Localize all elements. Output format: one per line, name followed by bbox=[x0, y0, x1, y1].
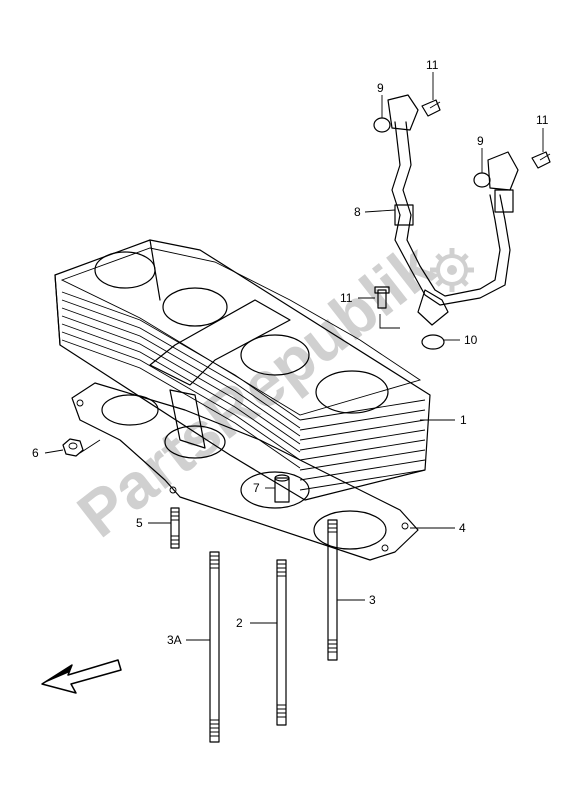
callout-11-top: 11 bbox=[426, 58, 439, 72]
leader-lines bbox=[44, 72, 544, 641]
callout-4: 4 bbox=[459, 521, 466, 535]
stud-bolt-3 bbox=[327, 519, 338, 661]
callout-11-right: 11 bbox=[536, 113, 549, 127]
o-ring-large bbox=[421, 334, 445, 350]
cylinder-fins bbox=[61, 291, 426, 491]
union-bolt-left bbox=[421, 99, 441, 117]
callout-5: 5 bbox=[136, 516, 143, 530]
callout-9-left: 9 bbox=[377, 81, 384, 95]
callout-8: 8 bbox=[354, 205, 361, 219]
nut bbox=[62, 438, 84, 457]
union-bolt-right bbox=[531, 151, 551, 169]
callout-labels: 1 4 3 2 3A 5 6 7 8 9 9 10 11 11 11 bbox=[32, 58, 549, 647]
callout-11-middle: 11 bbox=[340, 291, 353, 305]
dowel-pin bbox=[274, 474, 290, 503]
callout-2: 2 bbox=[236, 616, 243, 630]
callout-9-right: 9 bbox=[477, 134, 484, 148]
callout-3a: 3A bbox=[167, 633, 182, 647]
stud-bolt-short bbox=[170, 507, 180, 549]
front-direction-arrow-icon bbox=[41, 659, 122, 694]
o-ring-left bbox=[373, 117, 391, 133]
stud-bolt-2 bbox=[276, 559, 287, 726]
callout-6: 6 bbox=[32, 446, 39, 460]
callout-1: 1 bbox=[460, 413, 467, 427]
callout-3: 3 bbox=[369, 593, 376, 607]
callout-7: 7 bbox=[253, 481, 260, 495]
stud-bolt-3a bbox=[209, 551, 220, 743]
watermark-gear-icon bbox=[430, 248, 474, 292]
cylinder-base-gasket bbox=[71, 382, 419, 561]
o-ring-right bbox=[473, 172, 491, 188]
callout-10: 10 bbox=[464, 333, 478, 347]
small-bolt bbox=[374, 286, 390, 309]
cylinder-block bbox=[54, 239, 431, 501]
